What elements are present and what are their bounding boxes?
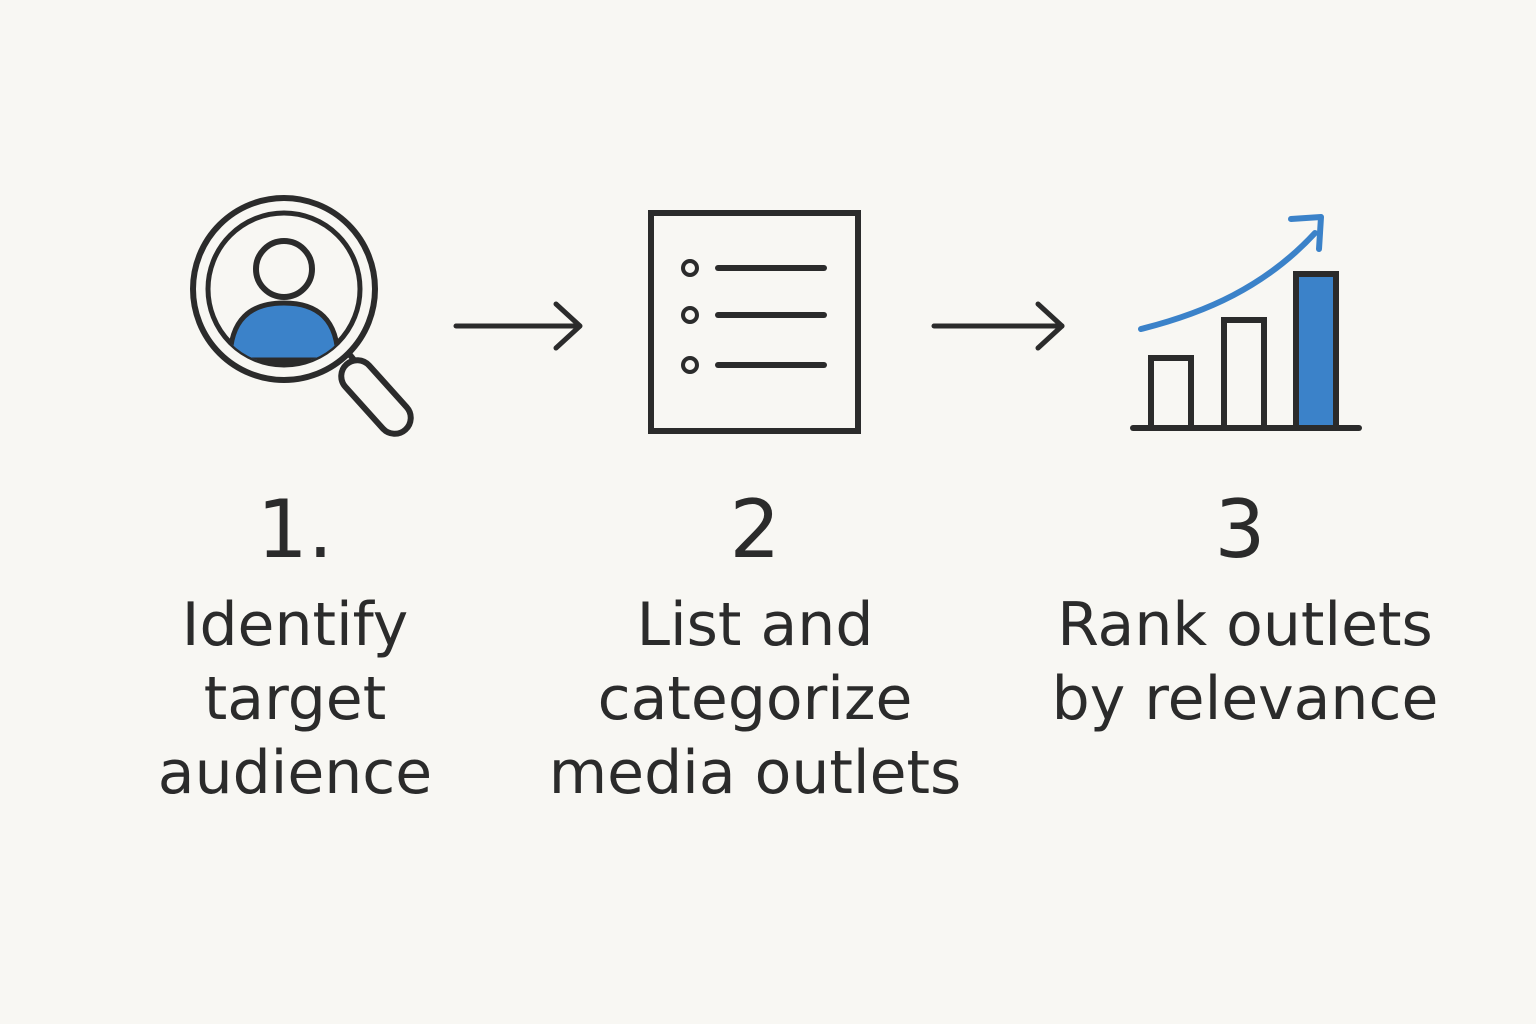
step-label-3: Rank outlets by relevance — [1051, 590, 1439, 734]
step-label-1: Identify target audience — [157, 590, 433, 808]
right-arrow-icon — [931, 301, 1065, 351]
rising-bar-chart-icon — [1130, 214, 1362, 431]
step-number-3: 3 — [1214, 483, 1266, 576]
step-number-1: 1. — [256, 483, 334, 576]
step-number-2: 2 — [729, 483, 781, 576]
magnifier-user-icon — [190, 195, 414, 437]
list-document-icon — [648, 210, 861, 434]
right-arrow-icon — [453, 301, 583, 351]
step-label-2: List and categorize media outlets — [548, 590, 962, 808]
